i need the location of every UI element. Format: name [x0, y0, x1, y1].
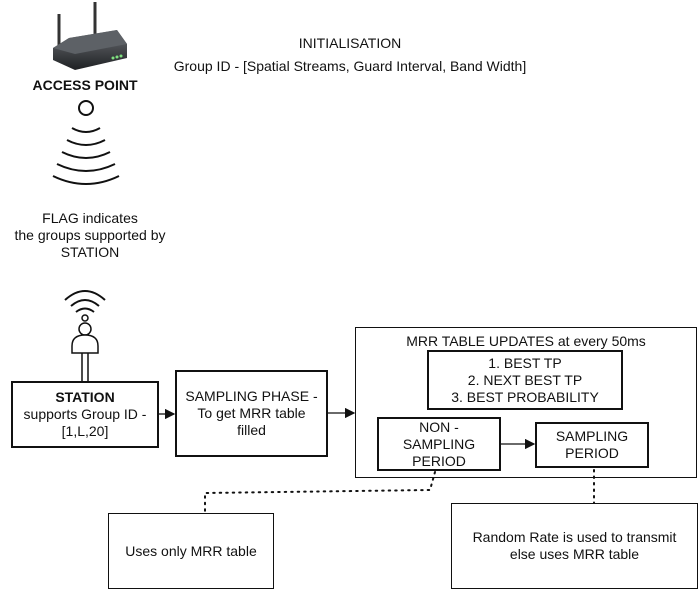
sampling-phase-box: SAMPLING PHASE - To get MRR table filled [175, 370, 328, 457]
mrr-criteria-item: 2. NEXT BEST TP [467, 371, 583, 388]
sampling-period-line: SAMPLING [555, 428, 629, 444]
sampling-phase-line: To get MRR table [197, 405, 306, 421]
sampling-note-line: Random Rate is used to transmit [472, 529, 677, 545]
non-sampling-line: NON - [419, 418, 459, 435]
group-id-definition: Group ID - [Spatial Streams, Guard Inter… [173, 58, 527, 74]
access-point-label: ACCESS POINT [32, 77, 138, 93]
station-title: STATION [55, 389, 115, 405]
non-sampling-note-text: Uses only MRR table [125, 542, 257, 559]
sampling-period-line: PERIOD [565, 445, 619, 461]
non-sampling-period-box: NON - SAMPLING PERIOD [377, 417, 501, 471]
flag-note-line: STATION [60, 244, 120, 260]
mrr-criteria-item: 1. BEST TP [488, 354, 562, 371]
router-icon [45, 0, 135, 75]
mrr-table-updates-container [355, 327, 697, 478]
flag-note: FLAG indicates the groups supported by S… [0, 210, 180, 261]
sampling-period-box: SAMPLING PERIOD [535, 422, 649, 468]
station-box: STATION supports Group ID - [1,L,20] [11, 381, 159, 448]
sampling-phase-line: SAMPLING PHASE - [185, 388, 318, 404]
mrr-criteria-list: 1. BEST TP 2. NEXT BEST TP 3. BEST PROBA… [427, 350, 623, 410]
mrr-criteria-item: 3. BEST PROBABILITY [451, 388, 599, 405]
flag-note-line: the groups supported by [14, 227, 166, 243]
station-group-ids: [1,L,20] [61, 423, 109, 439]
dotted-link-non-sampling-note [204, 471, 436, 514]
non-sampling-line: PERIOD [412, 452, 466, 469]
sampling-note-line: else uses MRR table [509, 546, 640, 562]
non-sampling-line: SAMPLING [402, 435, 476, 452]
station-group-label: supports Group ID - [23, 406, 147, 422]
station-user-icon [55, 278, 115, 382]
sampling-phase-line: filled [237, 422, 266, 438]
flag-note-line: FLAG indicates [42, 210, 138, 226]
initialisation-title: INITIALISATION [298, 35, 402, 51]
wireless-signal-icon [45, 96, 135, 186]
mrr-table-updates-title: MRR TABLE UPDATES at every 50ms [406, 333, 646, 349]
